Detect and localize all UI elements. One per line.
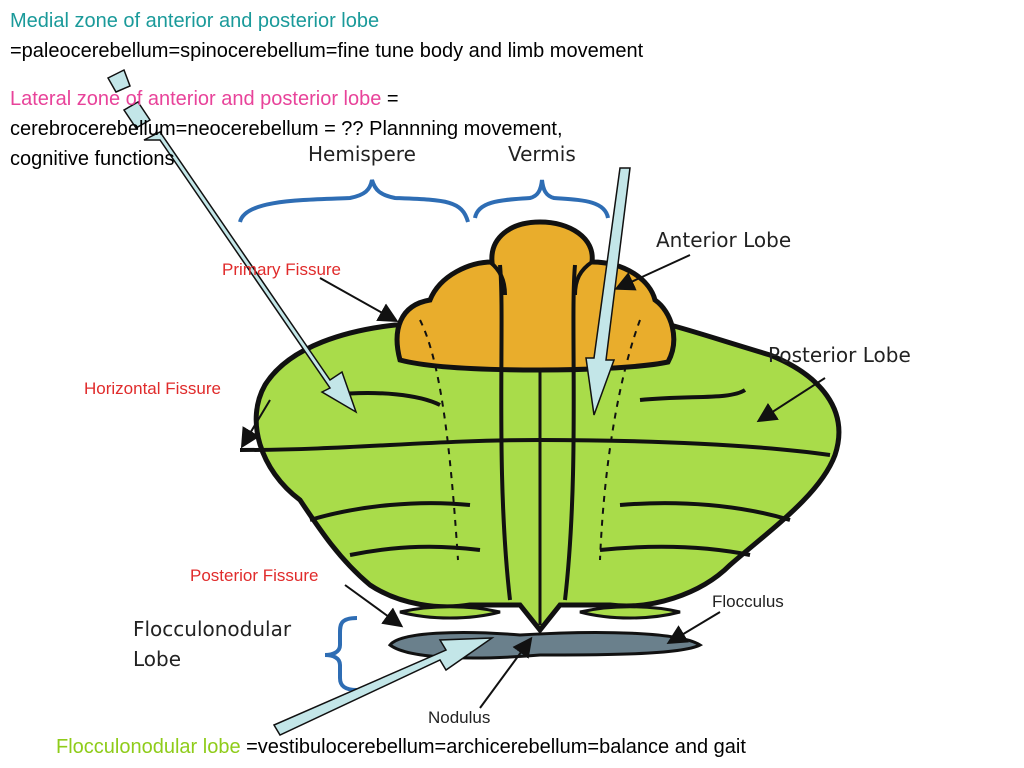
flocculus-left-shape [399,605,501,620]
primary-fissure-label: Primary Fissure [222,260,342,279]
nodulus-label: Nodulus [428,708,491,727]
lateral-zone-line2: cerebrocerebellum=neocerebellum = ?? Pla… [10,118,563,140]
posterior-fissure-label: Posterior Fissure [190,566,319,585]
lateral-zone-line1: Lateral zone of anterior and posterior l… [10,88,399,111]
vermis-brace [473,179,610,219]
medial-zone-title: Medial zone of anterior and posterior lo… [10,10,380,32]
flocculus-label: Flocculus [712,592,784,611]
flocculonodular-title: Flocculonodular lobe [56,736,241,758]
anterior-lobe-shape [394,219,677,373]
hemisphere-brace [238,179,470,223]
medial-pointer-arrow [106,68,358,414]
lateral-zone-equals: = [381,88,399,110]
vermis-label: Vermis [508,142,576,166]
hemisphere-label: Hemispere [308,142,416,166]
flocculonodular-label-line1: Flocculonodular [133,617,292,641]
flocculonodular-pointer-arrow [272,637,495,736]
flocculonodular-brace [324,616,358,692]
flocculonodular-description: =vestibulocerebellum=archicerebellum=bal… [240,736,746,758]
posterior-lobe-label: Posterior Lobe [768,343,911,367]
lateral-zone-line3: cognitive functions [10,148,175,170]
lateral-zone-title: Lateral zone of anterior and posterior l… [10,88,382,110]
posterior-lobe-shape [253,322,842,635]
lateral-pointer-arrow [585,167,631,416]
horizontal-fissure-label: Horizontal Fissure [84,379,221,398]
medial-zone-description: =paleocerebellum=spinocerebellum=fine tu… [10,40,644,62]
flocculonodular-footer: Flocculonodular lobe =vestibulocerebellu… [56,736,746,759]
flocculus-right-shape [579,605,681,620]
anterior-lobe-label: Anterior Lobe [656,228,792,252]
flocculonodular-label-line2: Lobe [133,647,182,671]
